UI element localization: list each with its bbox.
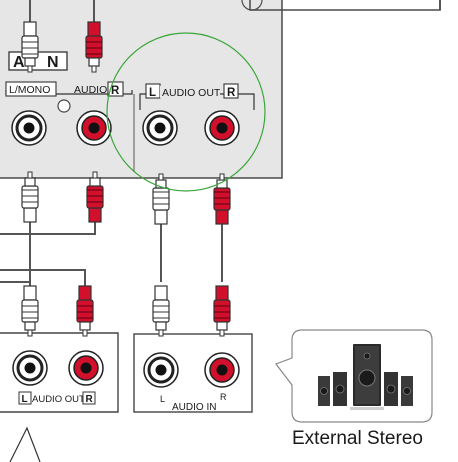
lmono-badge bbox=[5, 81, 57, 97]
highlight-circle bbox=[106, 32, 266, 192]
audio-in-label: AUDIO IN bbox=[172, 402, 216, 413]
rca-jack-red-icon bbox=[204, 110, 240, 146]
left-out-l-badge bbox=[18, 391, 32, 405]
left-out-l-badge-text: L bbox=[22, 394, 28, 405]
rca-jack-red-icon bbox=[204, 352, 240, 388]
rca-white-plug-icon bbox=[22, 172, 38, 222]
audio-out-r-badge-text: R bbox=[227, 87, 236, 99]
left-out-r-badge-text: R bbox=[86, 394, 94, 405]
stereo-caption: External Stereo bbox=[292, 428, 423, 449]
audio-in-r-mark: R bbox=[220, 392, 227, 402]
rca-white-plug-icon bbox=[152, 285, 170, 337]
speaker-system-icon bbox=[318, 344, 413, 410]
audio-out-l-badge-text: L bbox=[149, 87, 156, 99]
left-out-label: AUDIO OUT bbox=[32, 394, 85, 405]
rca-red-plug-icon bbox=[87, 172, 103, 222]
rca-jack-red-icon bbox=[68, 350, 104, 386]
left-device-pointer bbox=[9, 426, 41, 462]
audio-r-badge-text: R bbox=[111, 85, 120, 97]
ain-letter-a: A bbox=[13, 54, 25, 71]
rca-jack-red-icon bbox=[76, 110, 112, 146]
rca-red-plug-icon bbox=[213, 285, 231, 337]
ain-letter-n: N bbox=[47, 54, 59, 71]
audio-out-label: AUDIO OUT bbox=[162, 87, 221, 99]
panel-hole-icon bbox=[57, 99, 71, 113]
rca-jack-white-icon bbox=[141, 109, 179, 147]
rca-jack-white-icon bbox=[10, 109, 48, 147]
left-out-r-badge bbox=[82, 391, 96, 405]
rca-red-plug-icon bbox=[214, 174, 230, 224]
rca-red-plug-icon bbox=[76, 285, 94, 337]
lmono-label: L/MONO bbox=[9, 84, 50, 96]
rca-jack-white-icon bbox=[142, 351, 180, 389]
audio-out-r-badge bbox=[223, 83, 239, 99]
rca-red-plug-icon bbox=[85, 21, 103, 73]
rca-jack-white-icon bbox=[11, 349, 49, 387]
rca-white-plug-icon bbox=[21, 285, 39, 337]
rca-white-plug-icon bbox=[153, 174, 169, 224]
audio-label: AUDIO bbox=[74, 84, 107, 96]
audio-in-l-mark: L bbox=[160, 394, 165, 404]
